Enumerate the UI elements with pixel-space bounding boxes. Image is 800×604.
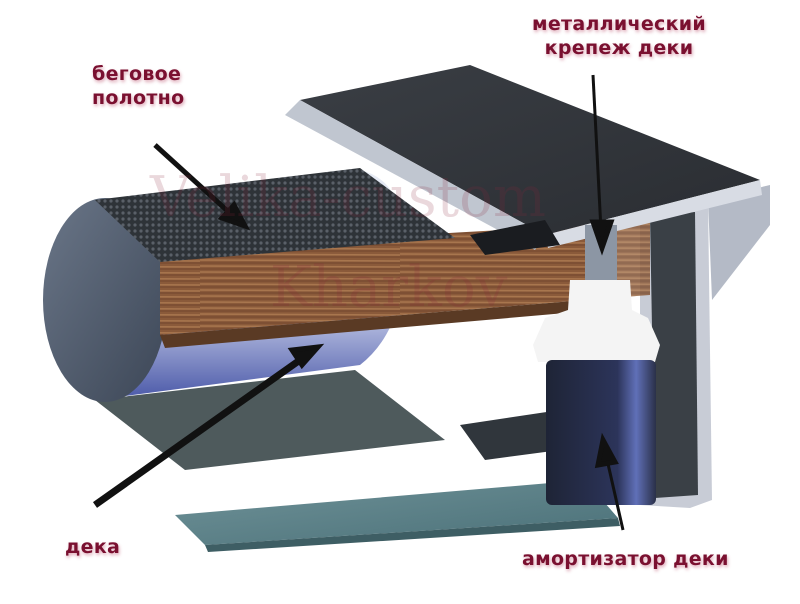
base-plate bbox=[175, 480, 618, 545]
label-deck-fastener: металлический крепеж деки bbox=[532, 12, 706, 60]
shock-absorber-body bbox=[546, 360, 656, 505]
frame-tray bbox=[460, 410, 560, 460]
arrow-fastener bbox=[591, 74, 603, 231]
shock-absorber-cap bbox=[533, 280, 660, 362]
label-deck: дека bbox=[65, 536, 121, 558]
roller-end-cap bbox=[43, 198, 167, 402]
label-shock-absorber: амортизатор деки bbox=[522, 548, 729, 570]
running-belt bbox=[95, 168, 455, 262]
arrow-belt bbox=[153, 143, 234, 217]
label-running-belt-line1: беговое bbox=[92, 63, 182, 85]
label-deck-fastener-line1: металлический bbox=[532, 13, 707, 35]
label-running-belt: беговое полотно bbox=[92, 62, 184, 110]
arrow-shock bbox=[604, 454, 625, 531]
label-running-belt-line2: полотно bbox=[92, 87, 185, 109]
pointer-arrows bbox=[92, 74, 625, 531]
label-deck-fastener-line2: крепеж деки bbox=[544, 37, 694, 59]
arrow-deck bbox=[92, 357, 303, 508]
top-cover-plate bbox=[300, 65, 760, 235]
